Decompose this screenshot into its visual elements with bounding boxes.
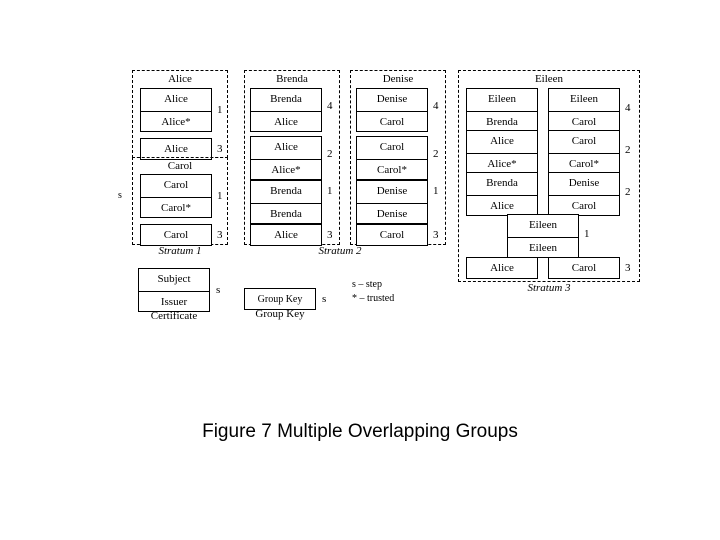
certificate-alice-alice: Alice Alice*: [140, 88, 212, 132]
certificate-denise-denise: Denise Denise: [356, 180, 428, 224]
step-number: 3: [217, 229, 223, 241]
certificate-subject: Alice: [490, 135, 514, 147]
certificate-alice-alice-eileen: Alice Alice*: [466, 130, 538, 174]
certificate-subject: Alice: [164, 93, 188, 105]
group-denise-title: Denise: [382, 73, 414, 85]
certificate-issuer: Alice: [467, 195, 537, 217]
legend-certificate-issuer: Issuer: [139, 291, 209, 313]
step-number: 1: [217, 190, 223, 202]
certificate-issuer: Carol: [357, 111, 427, 133]
stratum-1-step-marker: s: [118, 190, 122, 201]
certificate-issuer: Carol*: [357, 159, 427, 181]
certificate-issuer: Denise: [357, 203, 427, 225]
certificate-issuer: Alice: [251, 111, 321, 133]
certificate-carol-carol-eileen: Carol Carol*: [548, 130, 620, 174]
step-number: 2: [433, 148, 439, 160]
step-number: 2: [625, 186, 631, 198]
group-key-label: Alice: [490, 262, 514, 274]
legend-note-step: s – step: [352, 279, 382, 290]
group-alice-title: Alice: [168, 73, 192, 85]
step-number: 4: [433, 100, 439, 112]
step-number: 4: [625, 102, 631, 114]
step-number: 2: [625, 144, 631, 156]
certificate-carol-carol: Carol Carol*: [140, 174, 212, 218]
stratum-1-label: Stratum 1: [158, 245, 202, 257]
group-brenda-title: Brenda: [276, 73, 308, 85]
group-key-label: Alice: [164, 143, 188, 155]
step-number: 1: [584, 228, 590, 240]
legend-group-key-step-marker: s: [322, 293, 327, 305]
group-key-label: Carol: [379, 229, 405, 241]
group-key-alice-stratum3: Alice: [466, 257, 538, 279]
certificate-issuer: Carol*: [549, 153, 619, 175]
certificate-subject: Denise: [568, 177, 600, 189]
legend-certificate-step-marker: s: [216, 284, 221, 296]
group-key-label: Carol: [571, 262, 597, 274]
certificate-issuer: Brenda: [251, 203, 321, 225]
certificate-subject: Eileen: [487, 93, 517, 105]
group-carol-title: Carol: [167, 160, 193, 172]
certificate-eileen-brenda: Eileen Brenda: [466, 88, 538, 132]
stratum-2-label: Stratum 2: [318, 245, 362, 257]
group-key-carol-stratum3: Carol: [548, 257, 620, 279]
step-number: 3: [327, 229, 333, 241]
certificate-brenda-alice: Brenda Alice: [250, 88, 322, 132]
group-key-carol-stratum2: Carol: [356, 224, 428, 246]
step-number: 4: [327, 100, 333, 112]
step-number: 3: [217, 143, 223, 155]
certificate-denise-carol: Denise Carol: [356, 88, 428, 132]
certificate-subject: Brenda: [486, 177, 518, 189]
step-number: 3: [625, 262, 631, 274]
step-number: 1: [217, 104, 223, 116]
group-key-alice-stratum2: Alice: [250, 224, 322, 246]
certificate-eileen-carol: Eileen Carol: [548, 88, 620, 132]
certificate-issuer: Alice*: [251, 159, 321, 181]
certificate-issuer: Alice*: [141, 111, 211, 133]
certificate-eileen-eileen: Eileen Eileen: [507, 214, 579, 258]
group-key-carol: Carol: [140, 224, 212, 246]
group-key-alice: Alice: [140, 138, 212, 160]
group-eileen-title: Eileen: [534, 73, 564, 85]
certificate-subject: Eileen: [569, 93, 599, 105]
stratum-3-label: Stratum 3: [527, 282, 571, 294]
certificate-issuer: Eileen: [508, 237, 578, 259]
legend-group-key-label: Group Key: [257, 294, 303, 305]
certificate-subject: Denise: [376, 93, 408, 105]
legend-certificate-subject: Subject: [157, 273, 191, 285]
step-number: 1: [327, 185, 333, 197]
certificate-subject: Carol: [571, 135, 597, 147]
group-eileen: Eileen: [458, 70, 640, 282]
step-number: 3: [433, 229, 439, 241]
legend-certificate-box: Subject Issuer: [138, 268, 210, 312]
step-number: 1: [433, 185, 439, 197]
certificate-denise-carol-eileen: Denise Carol: [548, 172, 620, 216]
certificate-issuer: Carol: [549, 195, 619, 217]
certificate-subject: Alice: [274, 141, 298, 153]
certificate-subject: Denise: [376, 185, 408, 197]
legend-certificate-caption: Certificate: [150, 310, 198, 322]
certificate-subject: Brenda: [270, 93, 302, 105]
certificate-issuer: Alice*: [467, 153, 537, 175]
certificate-subject: Brenda: [270, 185, 302, 197]
group-key-label: Alice: [274, 229, 298, 241]
legend-note-trusted: * – trusted: [352, 293, 395, 304]
legend-group-key-caption: Group Key: [255, 308, 305, 320]
certificate-issuer: Brenda: [467, 111, 537, 133]
figure-caption: Figure 7 Multiple Overlapping Groups: [202, 421, 518, 442]
certificate-issuer: Carol: [549, 111, 619, 133]
group-key-label: Carol: [163, 229, 189, 241]
certificate-subject: Carol: [379, 141, 405, 153]
step-number: 2: [327, 148, 333, 160]
certificate-brenda-brenda: Brenda Brenda: [250, 180, 322, 224]
legend-group-key-box: Group Key: [244, 288, 316, 310]
certificate-subject: Carol: [163, 179, 189, 191]
certificate-brenda-alice-eileen: Brenda Alice: [466, 172, 538, 216]
certificate-carol-carol-trusted: Carol Carol*: [356, 136, 428, 180]
certificate-subject: Eileen: [528, 219, 558, 231]
certificate-issuer: Carol*: [141, 197, 211, 219]
certificate-alice-alice-trusted: Alice Alice*: [250, 136, 322, 180]
